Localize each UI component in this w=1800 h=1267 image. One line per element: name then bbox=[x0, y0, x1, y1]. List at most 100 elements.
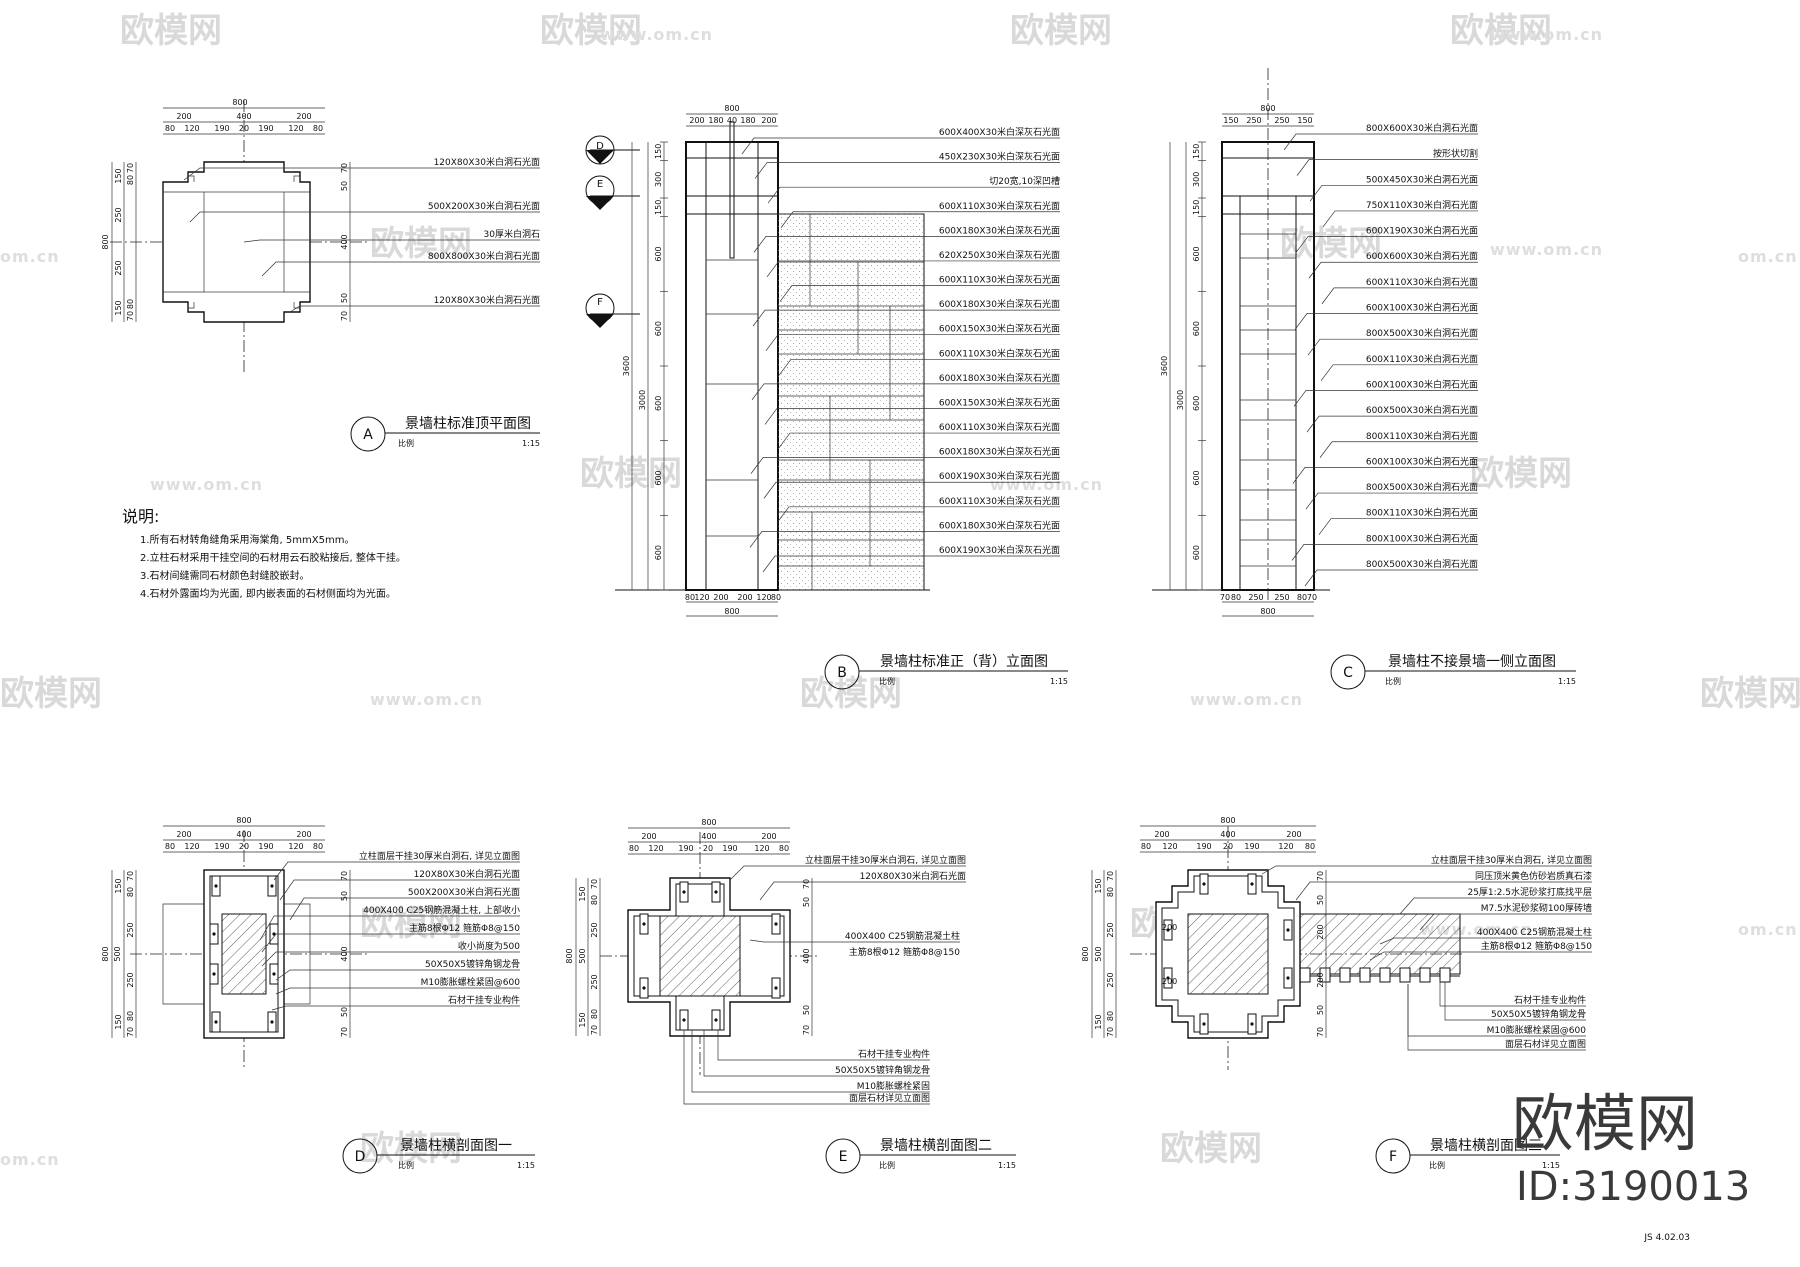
dim-f-right-5: 70 bbox=[1316, 1027, 1325, 1037]
f-labels-item-2: 25厚1:2.5水泥砂浆打底找平层 bbox=[1467, 886, 1592, 898]
dim-d-top-mid-2: 200 bbox=[296, 830, 311, 839]
dim-e-top-mid-0: 200 bbox=[641, 832, 656, 841]
dim-c-bottom-1: 80 bbox=[1231, 593, 1241, 602]
f-labels-item-1: 同压顶米黄色仿砂岩质真石漆 bbox=[1475, 870, 1592, 882]
c-labels-item-5: 600X600X30米白洞石光面 bbox=[1366, 250, 1478, 262]
dim-d-left-2: 250 bbox=[126, 972, 135, 987]
view-a-label-4: 120X80X30米白洞石光面 bbox=[434, 294, 540, 306]
dim-a-left-1: 250 bbox=[114, 207, 123, 222]
view-c-labels: 800X600X30米白洞石光面按形状切割500X450X30米白洞石光面750… bbox=[1283, 122, 1478, 587]
dim-f-left-fine-0: 70 bbox=[1106, 871, 1115, 881]
section-mark-e-letter: E bbox=[597, 179, 603, 190]
dim-f-left-1: 250 bbox=[1106, 922, 1115, 937]
dim-e-top-fine-4: 190 bbox=[722, 844, 737, 853]
view-e-letter: E bbox=[839, 1149, 848, 1165]
d-labels-item-5: 收小尚度为500 bbox=[458, 940, 520, 952]
section-mark-f-letter: F bbox=[597, 297, 603, 308]
d-labels-item-2: 500X200X30米白洞石光面 bbox=[408, 886, 520, 898]
dim-c-left-6: 600 bbox=[1192, 470, 1201, 485]
c-labels-item-1: 按形状切割 bbox=[1433, 148, 1478, 160]
dim-f-top-mid-1: 400 bbox=[1220, 830, 1235, 839]
view-a-plan: 800 200 400 200 80 120 190 20 190 120 80… bbox=[101, 98, 540, 452]
b-labels-item-10: 600X180X30米白深灰石光面 bbox=[939, 372, 1060, 384]
dim-d-right-2: 400 bbox=[340, 946, 349, 961]
dim-f-left-0: 150 bbox=[1094, 878, 1103, 893]
dim-e-right-0: 70 bbox=[802, 879, 811, 889]
drawing-number: JS 4.02.03 bbox=[1643, 1233, 1690, 1243]
watermark-url: www.om.cn bbox=[600, 25, 713, 44]
dim-b-left-4: 600 bbox=[654, 321, 663, 336]
view-e-bolts bbox=[639, 881, 781, 1031]
dim-c-top-0: 150 bbox=[1223, 116, 1238, 125]
view-f-bolts bbox=[1163, 873, 1293, 1035]
c-labels-item-15: 800X110X30米白洞石光面 bbox=[1366, 507, 1478, 519]
notes-item-1: 2.立柱石材采用干挂空间的石材用云石胶粘接后, 整体干挂。 bbox=[140, 551, 406, 564]
e-labels-item-6: M10膨胀螺栓紧固 bbox=[857, 1080, 930, 1092]
dim-d-left-fine-0: 70 bbox=[126, 871, 135, 881]
dim-b-left-7: 600 bbox=[654, 545, 663, 560]
view-a-label-2: 30厚米白洞石 bbox=[484, 228, 540, 240]
dim-f-top-fine-2: 190 bbox=[1196, 842, 1211, 851]
c-labels-item-0: 800X600X30米白洞石光面 bbox=[1366, 122, 1478, 134]
dim-e-top-fine-1: 120 bbox=[648, 844, 663, 853]
dim-b-bottom-2: 200 bbox=[713, 593, 728, 602]
dim-c-left-1: 300 bbox=[1192, 172, 1201, 187]
e-labels-item-4: 石材干挂专业构件 bbox=[858, 1048, 930, 1060]
watermark-brand: 欧模网 bbox=[360, 904, 462, 944]
dim-b-bottom-5: 80 bbox=[771, 593, 781, 602]
corner-id: ID:3190013 bbox=[1516, 1164, 1750, 1210]
view-a-scale-word: 比例 bbox=[398, 438, 414, 448]
dim-a-left-3: 150 bbox=[114, 300, 123, 315]
watermark-brand: 欧模网 bbox=[120, 11, 222, 51]
dim-a-left-0: 150 bbox=[114, 168, 123, 183]
dim-a-top-mid-1: 400 bbox=[236, 112, 251, 121]
dim-b-top-2: 40 bbox=[727, 116, 737, 125]
dim-d-left-inner: 500 bbox=[113, 946, 122, 961]
dim-d-left-0: 150 bbox=[114, 878, 123, 893]
b-labels-item-7: 600X180X30米白深灰石光面 bbox=[939, 298, 1060, 310]
dim-e-top-fine-6: 80 bbox=[779, 844, 789, 853]
dim-b-left-5: 600 bbox=[654, 396, 663, 411]
view-c-letter: C bbox=[1343, 665, 1353, 681]
dim-c-left-7: 600 bbox=[1192, 545, 1201, 560]
dim-c-left-0: 150 bbox=[1192, 144, 1201, 159]
watermark-brand: 欧模网 bbox=[1450, 11, 1552, 51]
watermark-url: www.om.cn bbox=[370, 690, 483, 709]
f-labels-item-9: 面层石材详见立面图 bbox=[1505, 1038, 1586, 1050]
e-labels-item-0: 立柱面层干挂30厚米白洞石, 详见立面图 bbox=[805, 854, 966, 866]
b-labels-item-15: 600X110X30米白深灰石光面 bbox=[939, 495, 1060, 507]
dim-d-left-1: 250 bbox=[126, 922, 135, 937]
section-mark-d-letter: D bbox=[596, 141, 604, 152]
dim-e-left-fine-0: 70 bbox=[590, 879, 599, 889]
b-labels-item-12: 600X110X30米白深灰石光面 bbox=[939, 421, 1060, 433]
dim-a-left-fine-3: 70 bbox=[126, 311, 135, 321]
b-labels-item-17: 600X190X30米白深灰石光面 bbox=[939, 544, 1060, 556]
view-c-stone-joints bbox=[1240, 233, 1296, 567]
dim-e-top-total: 800 bbox=[701, 818, 716, 827]
watermark-brand: 欧模网 bbox=[1470, 454, 1572, 494]
dim-d-top-fine-4: 190 bbox=[258, 842, 273, 851]
view-f-section: 800 200 400 200 80 120 190 20 190 120 80… bbox=[1081, 816, 1592, 1174]
dim-e-left-inner: 500 bbox=[578, 948, 587, 963]
dim-a-right-2: 400 bbox=[340, 234, 349, 249]
dim-f-inner-1: 200 bbox=[1162, 977, 1177, 986]
view-f-labels: 立柱面层干挂30厚米白洞石, 详见立面图同压顶米黄色仿砂岩质真石漆25厚1:2.… bbox=[1261, 854, 1592, 1051]
dim-c-bottom-2: 250 bbox=[1248, 593, 1263, 602]
dim-d-top-fine-2: 190 bbox=[214, 842, 229, 851]
watermark-brand: 欧模网 bbox=[1280, 224, 1382, 264]
dim-b-bottom-1: 120 bbox=[694, 593, 709, 602]
notes-block: 说明: 1.所有石材转角缝角采用海棠角, 5mmX5mm。 2.立柱石材采用干挂… bbox=[122, 507, 406, 600]
dim-f-left-fine-3: 70 bbox=[1106, 1027, 1115, 1037]
dim-d-left-fine-1: 80 bbox=[126, 887, 135, 897]
view-d-section: 800 200 400 200 80 120 190 20 190 120 80… bbox=[101, 816, 535, 1174]
c-labels-item-4: 600X190X30米白洞石光面 bbox=[1366, 225, 1478, 237]
dim-e-top-fine-2: 190 bbox=[678, 844, 693, 853]
d-labels-item-1: 120X80X30米白洞石光面 bbox=[414, 868, 520, 880]
notes-item-3: 4.石材外露面均为光面, 即内嵌表面的石材侧面均为光面。 bbox=[140, 587, 396, 600]
dim-f-right-1: 50 bbox=[1316, 895, 1325, 905]
dim-a-right-4: 70 bbox=[340, 311, 349, 321]
dim-f-top-mid-2: 200 bbox=[1286, 830, 1301, 839]
